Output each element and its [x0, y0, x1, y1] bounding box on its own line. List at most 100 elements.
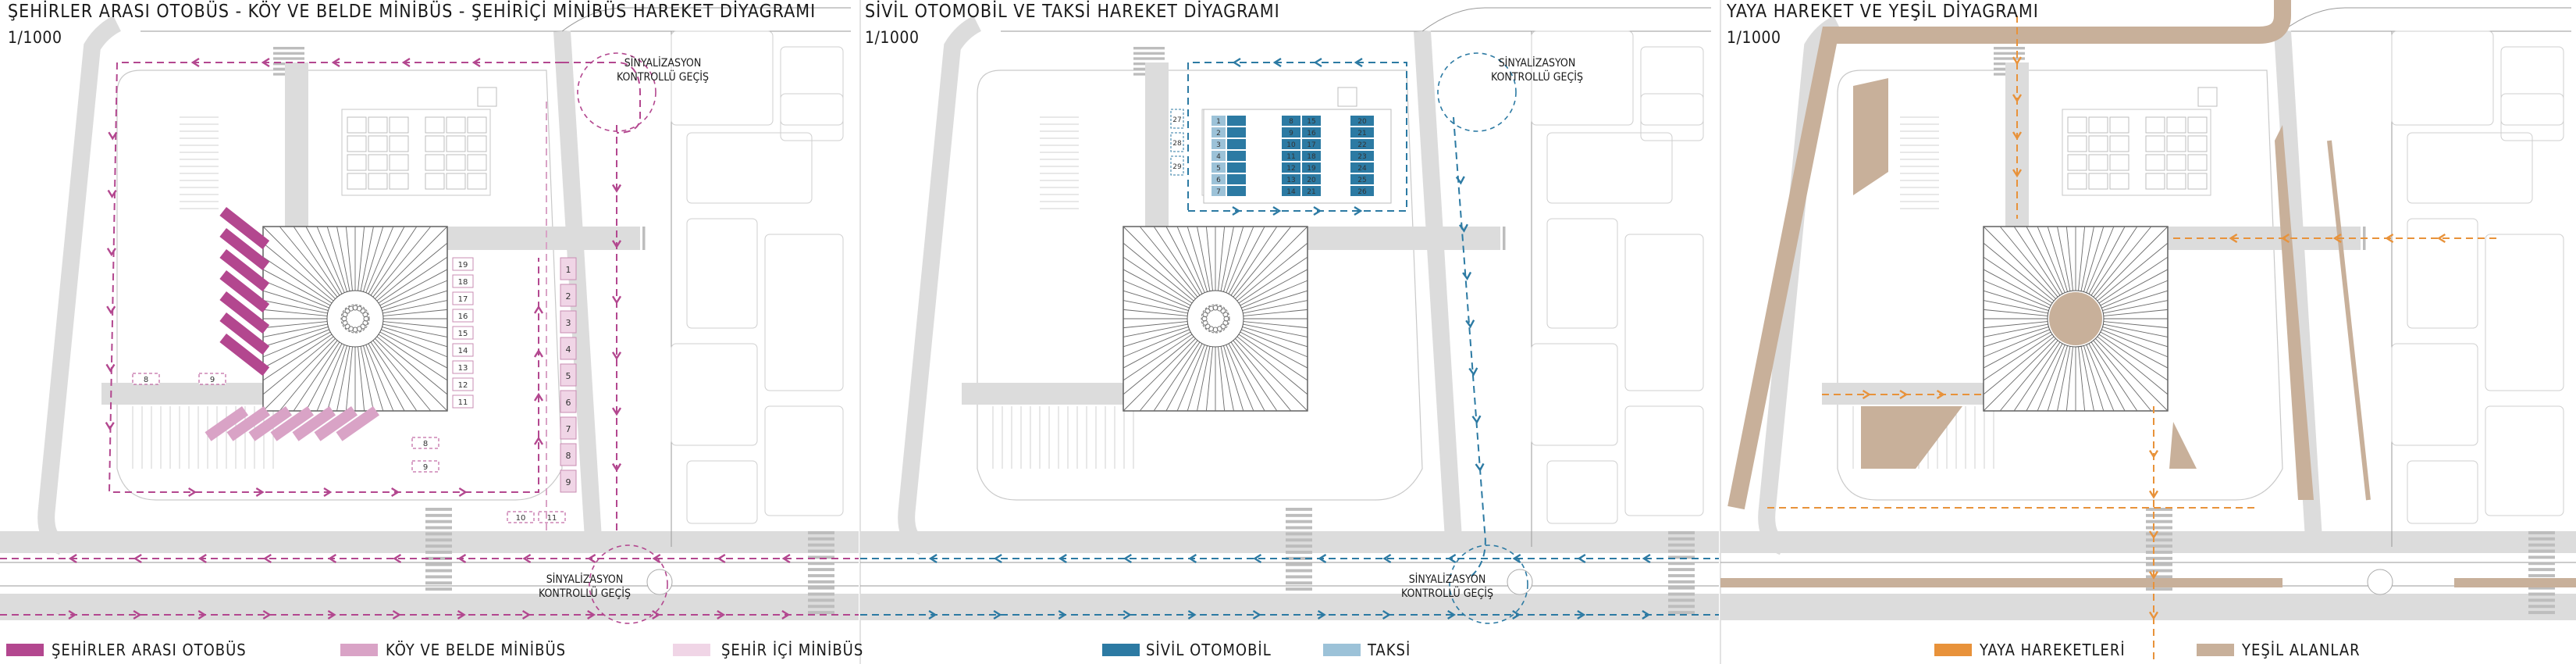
roof-rib: [1233, 340, 1292, 412]
legend-swatch-taxi: [1323, 644, 1361, 656]
car-stall-number: 12: [1286, 165, 1295, 173]
direction-arrow: [1936, 389, 1945, 400]
note-line: SİNYALİZASYON: [546, 573, 624, 586]
roof-rib: [2088, 343, 2126, 412]
roof-rib: [1983, 327, 2049, 348]
building-unit: [2109, 173, 2129, 190]
panel-2-title: SİVİL OTOMOBİL VE TAKSİ HAREKET DİYAGRAM…: [865, 2, 1280, 22]
car-stall: [1350, 174, 1374, 184]
crosswalk-stripe: [1286, 544, 1312, 548]
roof-rib: [262, 242, 334, 302]
car-stall: [1350, 139, 1374, 149]
direction-arrow: [611, 462, 622, 472]
roof-rib: [1230, 226, 1278, 296]
roof-rib: [1165, 226, 1203, 295]
roof-rib: [262, 338, 336, 412]
crosswalk-stripe: [1133, 47, 1165, 50]
crosswalk-stripe: [2528, 586, 2555, 590]
crosswalk-stripe: [2528, 549, 2555, 553]
roof-rib: [1197, 346, 1211, 412]
direction-arrow: [327, 609, 336, 620]
roof-rib: [2098, 256, 2169, 304]
crosswalk-stripe: [1668, 586, 1695, 590]
intercity-bus-bay: [219, 249, 270, 292]
city-block: [2500, 93, 2564, 141]
extra-bay: [411, 437, 439, 449]
roof-rib: [1123, 323, 1188, 337]
direction-arrow: [533, 348, 544, 358]
crosswalk-stripe: [2528, 568, 2555, 572]
roof-rib: [2100, 331, 2169, 369]
roof-rib: [2047, 345, 2068, 412]
crosswalk-stripe: [1133, 57, 1165, 60]
roof-rib: [1243, 309, 1308, 316]
crosswalk-stripe: [1286, 581, 1312, 585]
roof-rib: [262, 331, 331, 369]
roof-rib: [1983, 321, 2048, 329]
direction-arrow: [107, 189, 117, 198]
crosswalk-stripe: [2528, 574, 2555, 577]
direction-arrow: [928, 609, 938, 620]
roof-rib: [1123, 280, 1190, 309]
crosswalk-stripe: [1994, 57, 2025, 60]
city-block: [2407, 218, 2478, 329]
roundabout: [2367, 569, 2393, 595]
direction-arrow: [1253, 553, 1262, 564]
city-block: [780, 93, 844, 141]
legend-label-private-car: SİVİL OTOMOBİL: [1146, 641, 1272, 659]
intercity-bus-bay: [219, 270, 270, 313]
direction-arrow: [1232, 57, 1241, 68]
building-unit: [467, 135, 487, 152]
direction-arrow: [533, 392, 544, 402]
crosswalk-stripe: [1286, 587, 1312, 591]
central-atrium: [1187, 290, 1244, 348]
direction-arrow: [2012, 56, 2023, 66]
city-block: [2407, 132, 2533, 204]
city-block: [2391, 343, 2478, 446]
roof-rib: [2103, 321, 2169, 329]
extra-bay-number: 9: [423, 463, 428, 472]
direction-arrow: [587, 553, 596, 564]
car-stall: [1302, 116, 1321, 126]
city-block: [1546, 132, 1673, 204]
crosswalk-stripe: [1286, 526, 1312, 530]
car-stall-number: 20: [1357, 118, 1367, 126]
car-stall-number: 17: [1307, 141, 1315, 149]
roof-rib: [262, 334, 333, 381]
crosswalk-stripe: [1668, 592, 1695, 596]
note-line: KONTROLLÜ GEÇİŞ: [539, 587, 631, 600]
city-block: [1640, 93, 1704, 141]
crosswalk-stripe: [1286, 575, 1312, 579]
car-stall: [1350, 186, 1374, 196]
direction-arrow: [1272, 57, 1282, 68]
car-stall-number: 10: [1286, 141, 1296, 149]
roof-rib: [1123, 269, 1191, 306]
crosswalk-stripe: [1668, 549, 1695, 553]
roof-rib: [1242, 327, 1308, 348]
direction-arrow: [471, 57, 481, 68]
direction-arrow: [2332, 233, 2342, 244]
direction-arrow: [327, 609, 336, 620]
car-stall: [1227, 116, 1246, 126]
roof-rib: [326, 345, 347, 412]
roof-rib: [378, 256, 448, 304]
roof-rib: [382, 323, 448, 337]
direction-arrow: [1447, 609, 1456, 620]
crosswalk-stripe: [1994, 47, 2025, 50]
direction-arrow: [1512, 553, 1521, 564]
roof-rib: [1223, 345, 1244, 412]
village-minibus-bay-number: 17: [458, 295, 468, 304]
direction-arrow: [1899, 389, 1909, 400]
city-minibus-bay-number: 6: [566, 398, 571, 408]
direction-arrow: [263, 553, 272, 564]
legend-label-green-areas: YEŞİL ALANLAR: [2242, 641, 2361, 659]
roof-rib: [372, 226, 432, 298]
direction-arrow: [1862, 389, 1871, 400]
car-stall-number: 18: [1307, 153, 1316, 161]
city-block: [2485, 405, 2564, 516]
direction-arrow: [611, 240, 622, 249]
car-stall: [1302, 151, 1321, 161]
crosswalk-stripe: [808, 574, 834, 577]
building-unit: [368, 154, 388, 171]
